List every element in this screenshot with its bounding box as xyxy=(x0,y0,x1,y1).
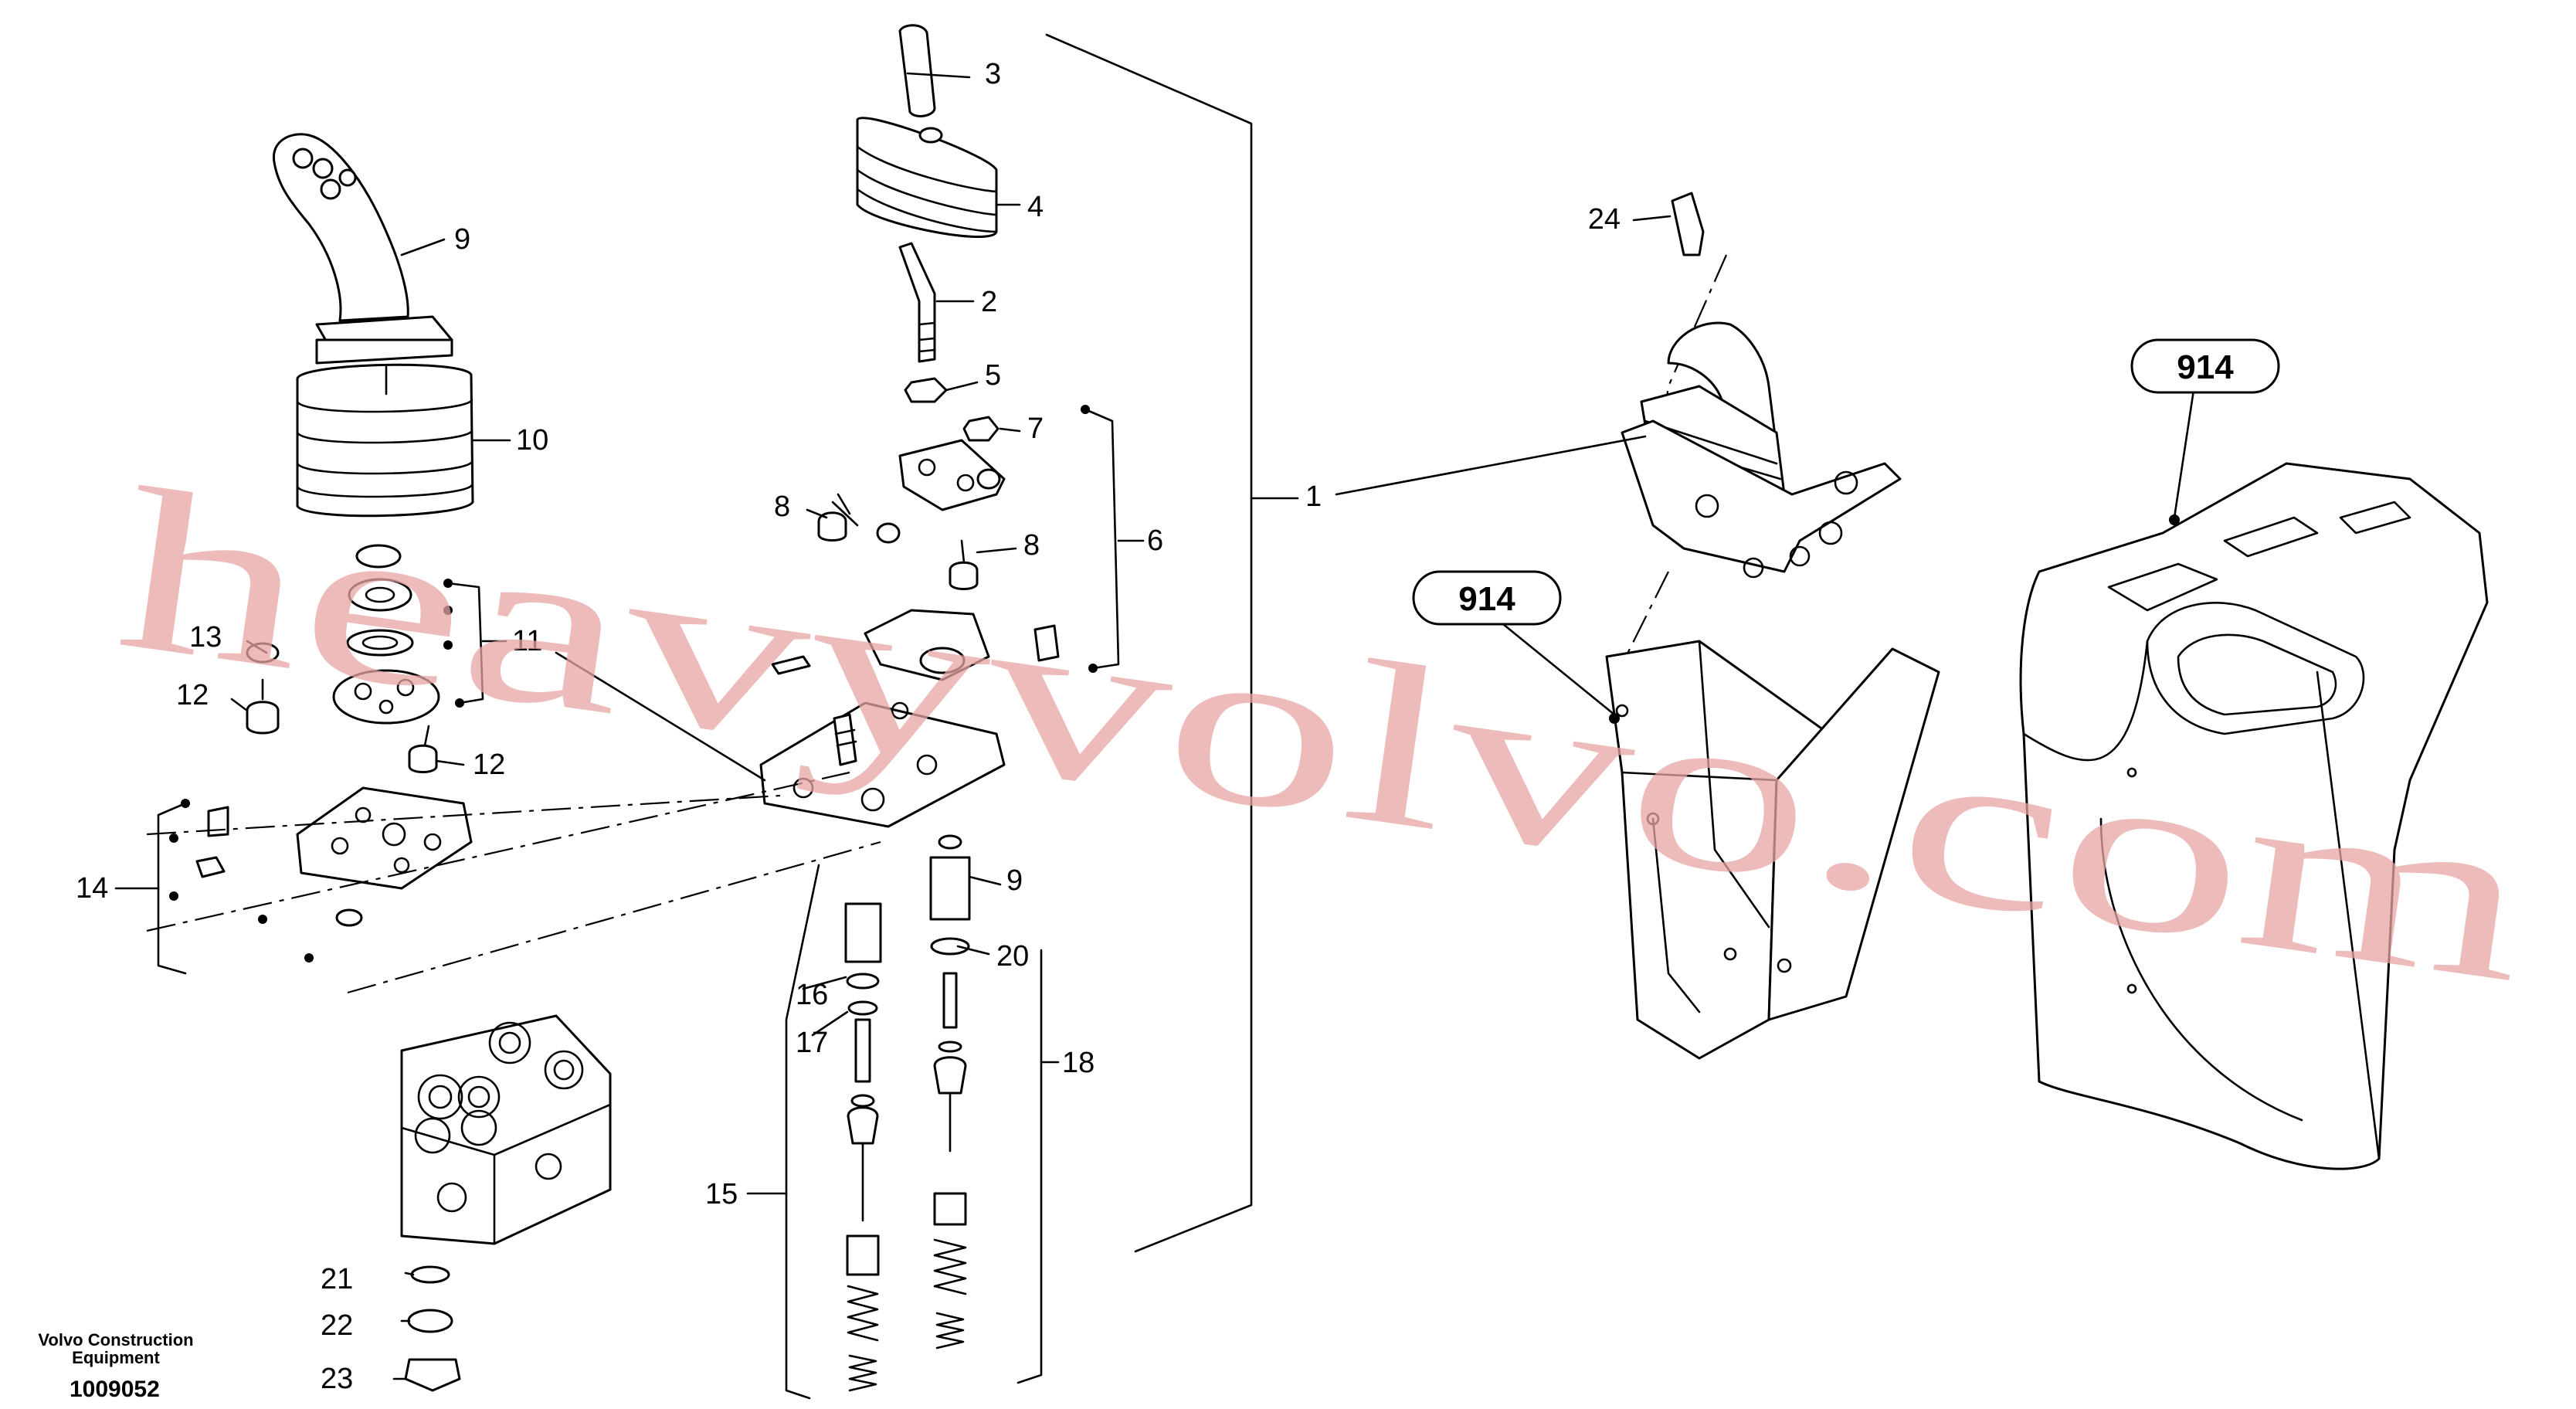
callout-23: 23 xyxy=(321,1363,353,1395)
callout-6: 6 xyxy=(1147,525,1163,557)
left-base-plate xyxy=(296,786,473,927)
callout-12b: 12 xyxy=(473,749,505,781)
reference-label: 914 xyxy=(2177,348,2234,386)
lever-rod xyxy=(898,242,936,363)
left-nut-washer-stack xyxy=(346,544,414,657)
leader-dots xyxy=(169,405,2180,963)
callout-13: 13 xyxy=(189,621,222,654)
center-base-plate xyxy=(759,701,1006,828)
mounting-bracket-914 xyxy=(1605,640,1940,1060)
bracket-screws xyxy=(817,493,979,590)
callout-3: 3 xyxy=(985,58,1001,90)
upper-yoke-block xyxy=(771,609,1060,681)
callout-2: 2 xyxy=(981,286,997,318)
right-plunger-column xyxy=(929,834,971,1350)
left-bellows-boot xyxy=(296,363,474,518)
callout-9b: 9 xyxy=(1006,864,1023,897)
left-cam-plate xyxy=(332,669,440,725)
corner-info: Volvo Construction Equipment 1009052 xyxy=(38,1330,193,1402)
link-bracket xyxy=(876,416,1006,544)
callout-9a: 9 xyxy=(454,223,470,256)
knob-top xyxy=(898,24,936,117)
left-joystick-handle xyxy=(273,133,453,365)
callout-numbers: 3 4 2 5 7 8 8 6 1 9 10 11 13 12 12 14 9 … xyxy=(76,58,1621,1395)
callout-10: 10 xyxy=(516,424,548,457)
drawing-number: 1009052 xyxy=(70,1377,160,1402)
callout-7: 7 xyxy=(1027,413,1044,445)
callout-11: 11 xyxy=(512,625,542,657)
callout-18: 18 xyxy=(1062,1047,1095,1079)
callout-21: 21 xyxy=(321,1263,353,1295)
callout-20: 20 xyxy=(996,940,1029,973)
callout-15: 15 xyxy=(705,1178,738,1210)
manufacturer-line2: Equipment xyxy=(72,1348,160,1367)
reference-oval-914-right: 914 xyxy=(2130,338,2280,394)
reference-oval-914-center: 914 xyxy=(1412,570,1562,626)
callout-16: 16 xyxy=(796,979,828,1011)
lower-seal-plug-stack xyxy=(404,1265,461,1392)
leader-lines xyxy=(114,33,2195,1400)
left-small-screws xyxy=(195,642,438,878)
installed-joystick xyxy=(1621,192,1902,579)
callout-4: 4 xyxy=(1027,191,1044,223)
callout-14: 14 xyxy=(76,872,108,905)
callout-5: 5 xyxy=(985,359,1001,392)
callout-8a: 8 xyxy=(774,491,790,523)
side-console-cover-914 xyxy=(2019,462,2489,1170)
center-nut xyxy=(904,377,948,403)
left-plunger-column xyxy=(844,902,882,1392)
valve-body-block xyxy=(400,1014,612,1245)
center-bellows-boot xyxy=(856,117,998,238)
manufacturer-line1: Volvo Construction xyxy=(38,1330,193,1350)
reference-label: 914 xyxy=(1458,580,1515,618)
callout-12a: 12 xyxy=(176,679,209,711)
callout-1: 1 xyxy=(1305,480,1322,513)
callout-22: 22 xyxy=(321,1309,353,1342)
callout-17: 17 xyxy=(796,1027,828,1059)
callout-8b: 8 xyxy=(1023,529,1040,562)
callout-24: 24 xyxy=(1588,203,1621,236)
